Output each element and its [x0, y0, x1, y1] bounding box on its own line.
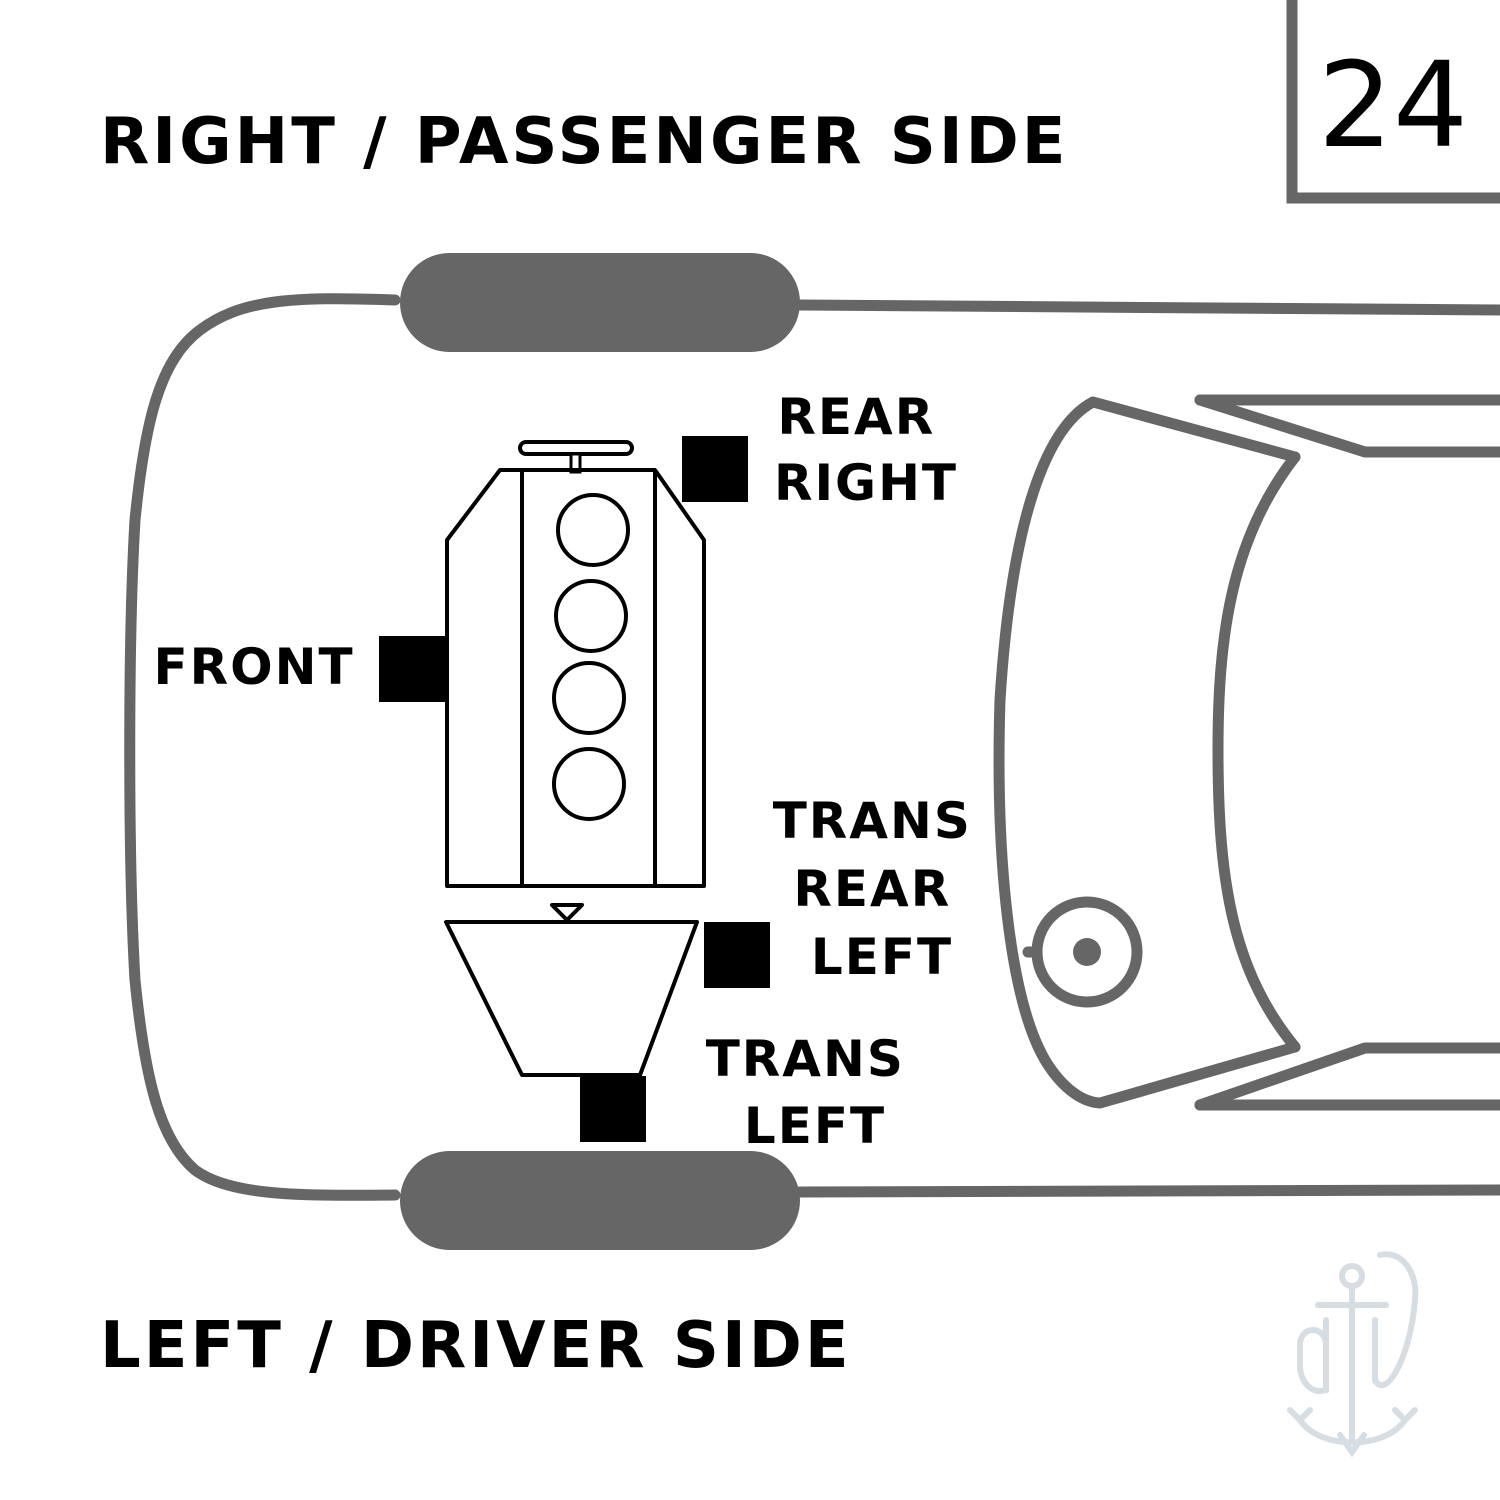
rear-right-label: REAR RIGHT: [774, 388, 958, 512]
mount-marker-rear-right: [682, 436, 748, 502]
shifter-knob: [1073, 938, 1101, 966]
front-label: FRONT: [153, 638, 354, 696]
left-driver-side-label: LEFT / DRIVER SIDE: [100, 1309, 852, 1383]
front-left-wheel: [400, 1151, 800, 1250]
right-passenger-side-label: RIGHT / PASSENGER SIDE: [100, 105, 1069, 179]
cylinder-2: [554, 579, 628, 653]
anchor-logo-icon: [1287, 1251, 1419, 1458]
trans-rear-left-label: TRANS REAR LEFT: [773, 792, 992, 986]
diagram-number: 24: [1318, 36, 1468, 174]
cabin-outline: [993, 394, 1500, 1111]
mount-marker-trans-rear-left: [704, 922, 770, 988]
transmission: [444, 903, 699, 1077]
diagram-number-box: 24: [1286, 0, 1500, 204]
mount-marker-trans-left: [580, 1076, 646, 1142]
trans-left-label: TRANS LEFT: [706, 1030, 925, 1155]
cylinder-4: [552, 747, 626, 821]
cylinder-1: [556, 493, 630, 567]
vehicle-outline: [124, 253, 1500, 1250]
mount-marker-front: [379, 636, 445, 702]
cylinder-3: [552, 661, 626, 735]
engine-block: [445, 440, 706, 888]
front-right-wheel: [400, 253, 800, 352]
